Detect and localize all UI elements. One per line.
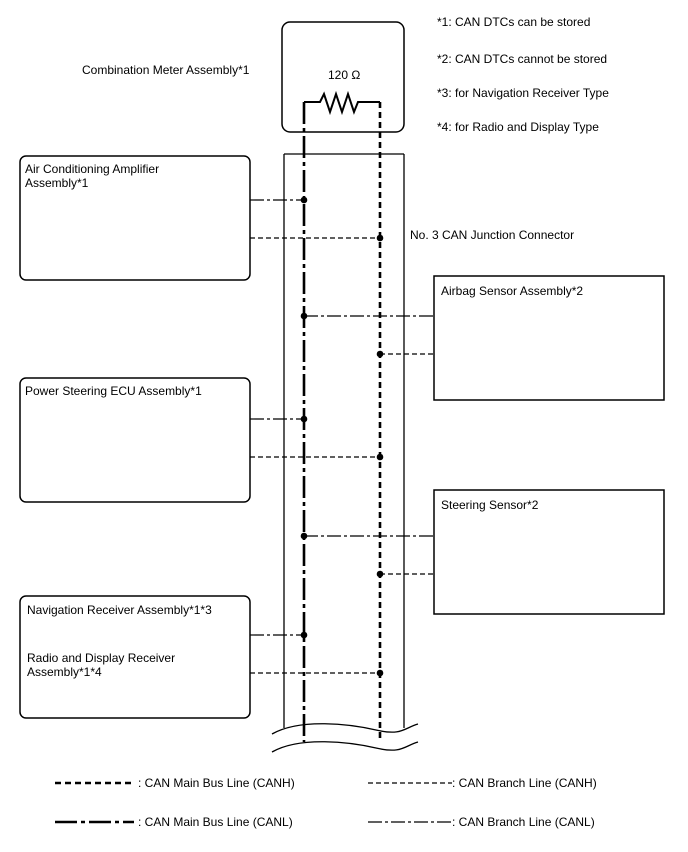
junction-connector-label: No. 3 CAN Junction Connector (410, 228, 574, 242)
junction-dot (300, 631, 308, 639)
legend-main-canh: : CAN Main Bus Line (CANH) (138, 776, 295, 790)
airbag-sensor-label: Airbag Sensor Assembly*2 (441, 284, 583, 298)
airbag-sensor-box (433, 275, 665, 401)
note-1: *1: CAN DTCs can be stored (437, 15, 590, 29)
junction-dot (300, 415, 308, 423)
steering-sensor-label: Steering Sensor*2 (441, 498, 539, 512)
junction-dot (300, 196, 308, 204)
navigation-radio-box (19, 595, 251, 719)
radio-label: Radio and Display Receiver (27, 651, 175, 665)
combination-meter-box (281, 21, 405, 133)
junction-dot (376, 453, 384, 461)
junction-dot (300, 532, 308, 540)
steering-sensor-box (433, 489, 665, 615)
termination-resistor (304, 90, 380, 116)
note-4: *4: for Radio and Display Type (437, 120, 599, 134)
navigation-label: Navigation Receiver Assembly*1*3 (27, 603, 212, 617)
junction-dot (376, 350, 384, 358)
combination-meter-label: Combination Meter Assembly*1 (82, 63, 250, 77)
note-3: *3: for Navigation Receiver Type (437, 86, 609, 100)
note-2: *2: CAN DTCs cannot be stored (437, 52, 607, 66)
branch-lines (250, 199, 434, 674)
junction-connector-outline (283, 153, 405, 728)
resistor-value: 120 Ω (328, 68, 360, 82)
legend-main-canl: : CAN Main Bus Line (CANL) (138, 815, 293, 829)
power-steering-box (19, 377, 251, 503)
junction-dots (300, 196, 384, 677)
air-conditioning-label: Air Conditioning Amplifier (25, 162, 159, 176)
legend-branch-canh: : CAN Branch Line (CANH) (452, 776, 597, 790)
junction-dot (376, 669, 384, 677)
air-conditioning-label: Assembly*1 (25, 176, 89, 190)
legend: : CAN Main Bus Line (CANH) : CAN Branch … (55, 776, 597, 829)
radio-label: Assembly*1*4 (27, 665, 102, 679)
break-mark (271, 723, 419, 753)
legend-branch-canl: : CAN Branch Line (CANL) (452, 815, 595, 829)
junction-dot (300, 312, 308, 320)
junction-dot (376, 570, 384, 578)
junction-dot (376, 234, 384, 242)
power-steering-label: Power Steering ECU Assembly*1 (25, 384, 202, 398)
air-conditioning-box (19, 155, 251, 281)
